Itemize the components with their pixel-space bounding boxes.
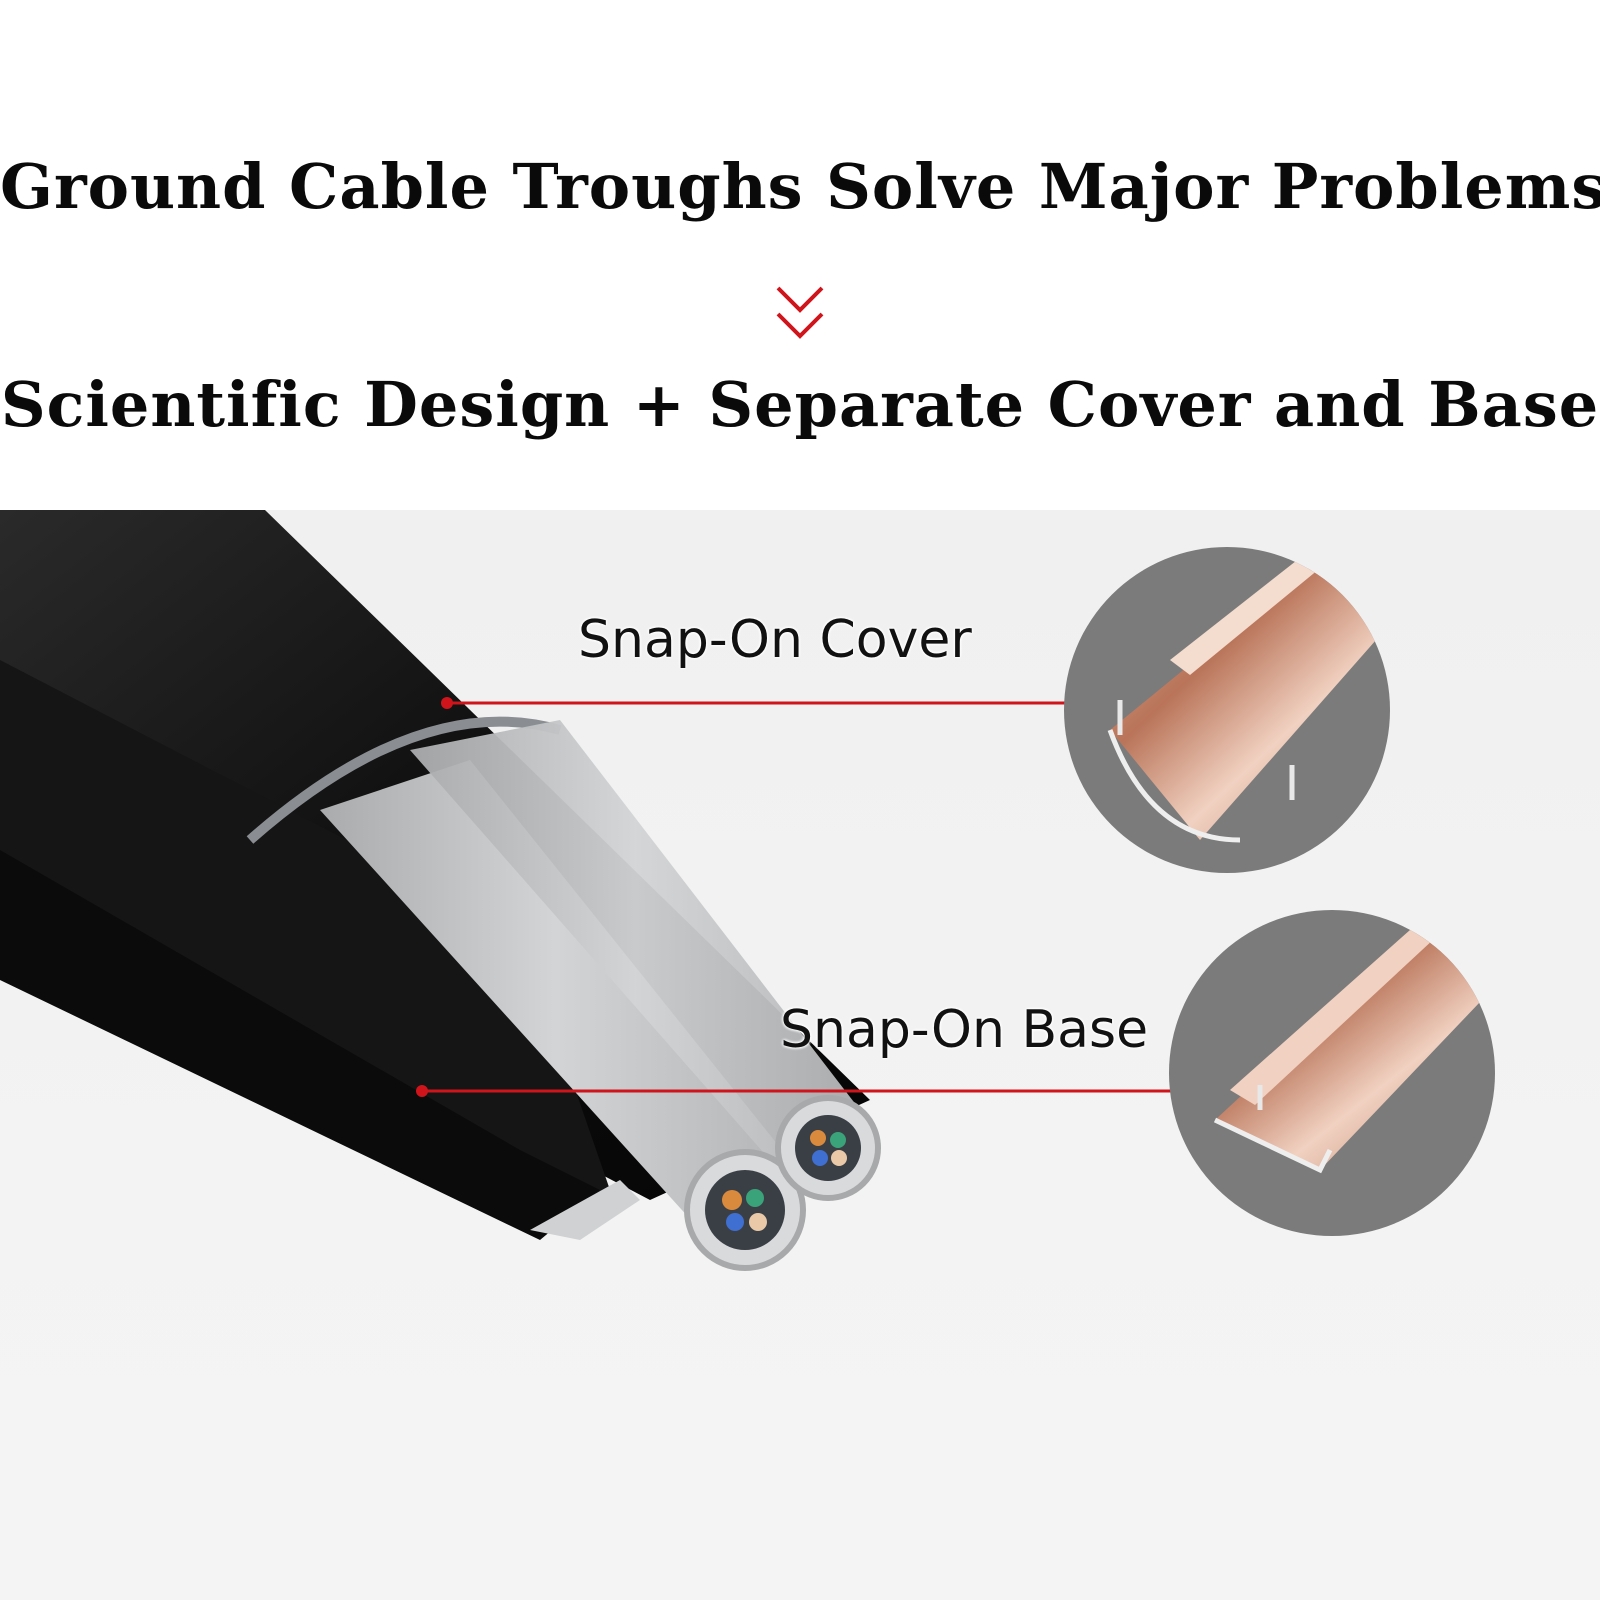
double-chevron-down-icon — [776, 286, 824, 339]
callout-line-cover — [441, 697, 1083, 709]
callout-line-base — [416, 1085, 1188, 1097]
snap-on-cover-label: Snap-On Cover — [578, 610, 972, 670]
base-profile-end — [530, 1180, 640, 1240]
product-photo: Snap-On Cover Snap-On Base — [0, 510, 1600, 1600]
header: Ground Cable Troughs Solve Major Problem… — [0, 0, 1600, 510]
base-detail-inset — [1169, 910, 1495, 1236]
cable-trough-illustration — [0, 510, 1495, 1271]
snap-on-base-label: Snap-On Base — [780, 1000, 1149, 1060]
page-title: Ground Cable Troughs Solve Major Problem… — [0, 150, 1600, 223]
page-subtitle: Scientific Design + Separate Cover and B… — [0, 368, 1600, 441]
cables — [320, 720, 881, 1271]
cover-detail-inset — [1064, 547, 1390, 873]
